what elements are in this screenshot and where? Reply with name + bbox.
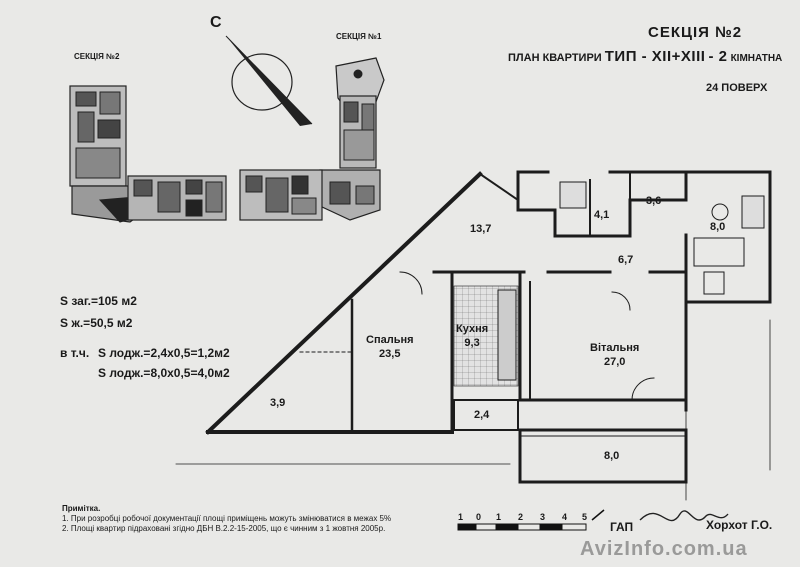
room-bedroom: Спальня 23,5	[366, 333, 414, 361]
room-loggia-big-area: 8,0	[604, 450, 620, 462]
total-area: S заг.=105 м2	[60, 294, 137, 308]
plan-dash: - 2	[708, 48, 728, 65]
room-hall-area: 13,7	[470, 223, 492, 235]
scale-tick: 2	[518, 512, 524, 522]
scale-tick: 0	[476, 512, 482, 522]
scale-tick: 4	[562, 512, 568, 522]
section-title: СЕКЦІЯ №2	[648, 24, 743, 41]
room-storage-area: 3,6	[646, 195, 662, 207]
key-plan-section-2-label: СЕКЦІЯ №2	[74, 52, 120, 61]
signature-role: ГАП	[610, 520, 634, 534]
scale-tick: 1	[458, 512, 464, 522]
compass	[225, 35, 313, 126]
plan-type: ТИП - ХІІ+ХІІІ	[604, 48, 706, 65]
floor-label: 24 ПОВЕРХ	[706, 82, 768, 94]
key-plan-section-1-label: СЕКЦІЯ №1	[336, 32, 382, 41]
scale-tick: 1	[496, 512, 502, 522]
loggia-area-1: S лодж.=2,4х0,5=1,2м2	[98, 346, 230, 360]
scale-tick: 3	[540, 512, 546, 522]
signature-scribble	[639, 510, 729, 522]
scale-bar	[457, 509, 605, 531]
room-bedroom-name: Спальня	[366, 334, 414, 346]
apartment-plan-title: ПЛАН КВАРТИРИ ТИП - ХІІ+ХІІІ - 2 КІМНАТН…	[508, 48, 782, 65]
room-loggia-small-area: 2,4	[474, 409, 490, 421]
room-bedroom-area: 23,5	[379, 348, 401, 360]
plan-prefix: ПЛАН КВАРТИРИ	[508, 52, 602, 64]
key-plan-section-1	[239, 57, 385, 221]
notes-line-2: 2. Площі квартир підраховані згідно ДБН …	[62, 524, 386, 533]
room-living-area: 27,0	[603, 356, 626, 368]
room-living: Вітальня 27,0	[590, 341, 639, 369]
key-plan-section-2	[69, 85, 227, 223]
compass-north-letter: С	[210, 14, 222, 31]
living-area: S ж.=50,5 м2	[60, 316, 133, 330]
room-corridor-area: 6,7	[618, 254, 634, 266]
room-kitchen-area: 9,3	[464, 337, 480, 349]
room-kitchen: Кухня 9,3	[456, 322, 488, 350]
loggia-prefix: в т.ч.	[60, 346, 90, 360]
loggia-area-2: S лодж.=8,0х0,5=4,0м2	[98, 366, 230, 380]
room-kitchen-name: Кухня	[456, 323, 489, 335]
plan-rooms: КІМНАТНА	[730, 53, 783, 64]
scale-tick: 5	[582, 512, 588, 522]
main-plan	[175, 170, 772, 501]
notes-heading: Примітка.	[62, 504, 101, 513]
room-corner-area: 3,9	[270, 397, 286, 409]
room-bath-area: 8,0	[710, 221, 726, 233]
signature-name: Хорхот Г.О.	[706, 518, 773, 532]
notes-block: Примітка. 1. При розробці робочої докуме…	[62, 504, 391, 534]
room-living-name: Вітальня	[590, 342, 640, 354]
notes-line-1: 1. При розробці робочої документації пло…	[62, 514, 392, 523]
watermark: AvizInfo.com.ua	[580, 538, 748, 560]
room-wc-area: 4,1	[594, 209, 610, 221]
